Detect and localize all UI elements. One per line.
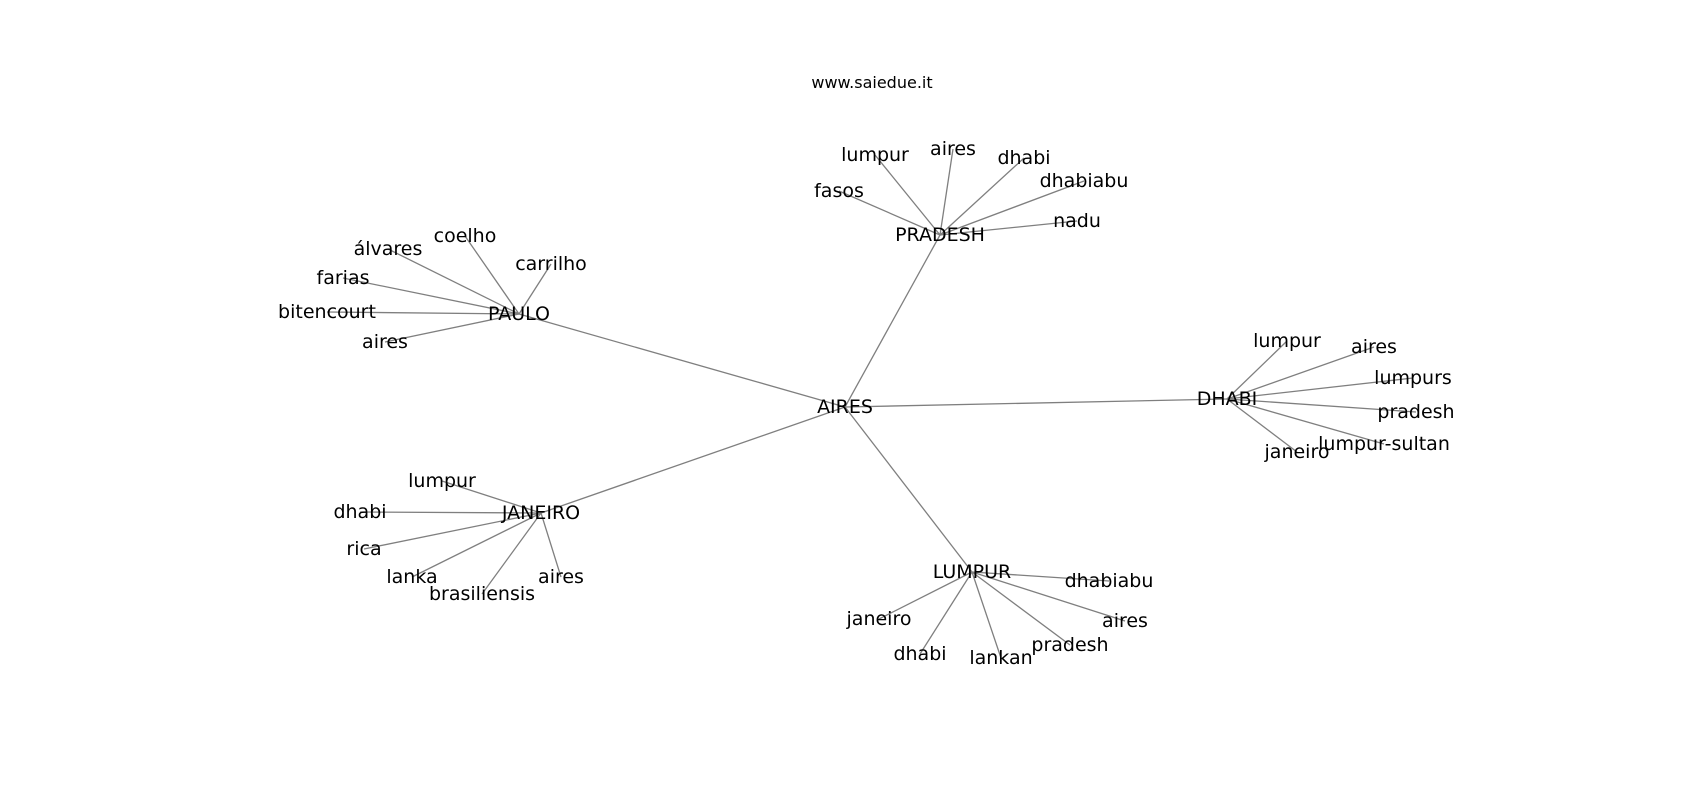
edge-lumpur-5: [878, 571, 973, 620]
edges-layer: [326, 148, 1417, 659]
edge-pradesh-1: [939, 148, 954, 236]
node-leaf-janeiro-5: aires: [538, 566, 584, 588]
node-leaf-dhabi-3: pradesh: [1377, 401, 1454, 423]
edge-dhabi-4: [1226, 398, 1385, 445]
edge-dhabi-3: [1226, 398, 1417, 413]
edge-lumpur-1: [971, 571, 1126, 622]
edge-janeiro-4: [481, 512, 542, 595]
node-leaf-lumpur-5: janeiro: [846, 608, 912, 630]
node-hub-lumpur: LUMPUR: [933, 561, 1012, 583]
node-leaf-pradesh-5: nadu: [1053, 210, 1101, 232]
edge-root-lumpur: [844, 406, 973, 573]
edge-root-janeiro: [540, 406, 846, 514]
node-leaf-lumpur-1: aires: [1102, 610, 1148, 632]
node-leaf-lumpur-4: dhabi: [893, 643, 946, 665]
edge-root-dhabi: [844, 398, 1228, 408]
diagram-title: www.saiedue.it: [811, 73, 932, 92]
node-hub-paulo: PAULO: [488, 303, 550, 325]
node-leaf-pradesh-1: aires: [930, 138, 976, 160]
edge-paulo-5: [384, 313, 520, 343]
node-leaf-lumpur-3: lankan: [969, 647, 1032, 669]
edge-paulo-0: [464, 235, 520, 315]
node-leaf-paulo-4: bitencourt: [278, 301, 376, 323]
node-leaf-paulo-1: álvares: [354, 238, 423, 260]
node-hub-dhabi: DHABI: [1197, 388, 1258, 410]
edge-janeiro-5: [540, 512, 562, 578]
edge-janeiro-0: [441, 480, 542, 514]
node-hub-pradesh: PRADESH: [895, 224, 985, 246]
edge-dhabi-5: [1226, 398, 1298, 453]
edge-dhabi-1: [1226, 346, 1375, 400]
node-leaf-dhabi-1: aires: [1351, 336, 1397, 358]
edge-janeiro-3: [411, 512, 542, 578]
node-leaf-pradesh-3: dhabiabu: [1040, 170, 1129, 192]
node-leaf-janeiro-4: brasiliensis: [429, 583, 535, 605]
node-leaf-pradesh-4: fasos: [814, 180, 864, 202]
node-leaf-paulo-0: coelho: [434, 225, 497, 247]
edge-dhabi-0: [1226, 340, 1288, 400]
edge-lumpur-3: [971, 571, 1002, 659]
edge-dhabi-2: [1226, 377, 1414, 400]
edge-lumpur-4: [919, 571, 973, 655]
edge-paulo-3: [342, 277, 520, 315]
node-leaf-lumpur-0: dhabiabu: [1065, 570, 1154, 592]
node-root: AIRES: [817, 396, 873, 418]
node-leaf-dhabi-0: lumpur: [1253, 330, 1321, 352]
node-leaf-pradesh-0: lumpur: [841, 144, 909, 166]
edge-paulo-2: [518, 263, 552, 315]
edge-root-paulo: [518, 313, 846, 408]
edge-pradesh-4: [838, 190, 941, 236]
node-leaf-janeiro-1: dhabi: [333, 501, 386, 523]
edge-lumpur-2: [971, 571, 1071, 646]
node-leaf-dhabi-2: lumpurs: [1374, 367, 1452, 389]
node-leaf-dhabi-5: janeiro: [1264, 441, 1330, 463]
edge-pradesh-3: [939, 180, 1085, 236]
edge-paulo-1: [387, 248, 520, 315]
node-leaf-paulo-5: aires: [362, 331, 408, 353]
node-leaf-janeiro-3: lanka: [386, 566, 437, 588]
edge-root-pradesh: [844, 234, 941, 408]
edge-janeiro-1: [359, 511, 542, 514]
node-leaf-lumpur-2: pradesh: [1031, 634, 1108, 656]
node-leaf-paulo-2: carrilho: [515, 253, 587, 275]
node-leaf-janeiro-0: lumpur: [408, 470, 476, 492]
edge-pradesh-0: [874, 154, 941, 236]
node-hub-janeiro: JANEIRO: [501, 502, 580, 524]
node-leaf-janeiro-2: rica: [346, 538, 381, 560]
node-leaf-pradesh-2: dhabi: [997, 147, 1050, 169]
edge-janeiro-2: [363, 512, 542, 550]
edge-pradesh-2: [939, 157, 1025, 236]
edge-paulo-4: [326, 311, 520, 315]
edge-lumpur-0: [971, 571, 1110, 582]
node-leaf-paulo-3: farias: [317, 267, 370, 289]
node-leaf-dhabi-4: lumpur-sultan: [1318, 433, 1450, 455]
labels-layer: AIRES PAULO coelho álvares carrilho farias bit…: [278, 138, 1455, 669]
edge-pradesh-5: [939, 220, 1078, 236]
